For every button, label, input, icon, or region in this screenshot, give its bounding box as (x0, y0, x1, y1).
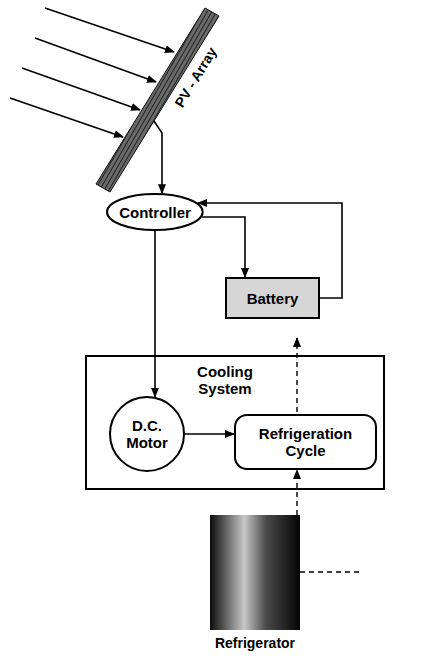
sun-ray (45, 8, 174, 52)
cooling-system-box: Cooling SystemD.C. Motor Refrigeration Cy… (85, 355, 385, 490)
node-label: Battery (247, 290, 299, 307)
battery-box: Battery (225, 277, 320, 319)
connector-arrow (202, 217, 245, 277)
connector-arrow (185, 433, 234, 435)
refrigerator-outline (195, 515, 315, 655)
pv-array-outline (95, 5, 220, 195)
node-label: Controller (119, 204, 191, 221)
connector-arrow (154, 231, 156, 397)
node-label: Refrigerator (195, 635, 315, 652)
refrigerator: Refrigerator (195, 515, 315, 655)
pv-array: PV - Array (95, 5, 220, 195)
sun-ray (22, 68, 140, 110)
node-label: Cooling System (185, 363, 265, 397)
dashed-line (300, 571, 362, 572)
heat-flow-arrow (296, 470, 297, 515)
connector-arrow (154, 121, 162, 193)
refrigeration-cycle-box: Refrigeration Cycle (234, 414, 377, 470)
controller-ellipse: Controller (106, 193, 204, 231)
sun-ray (35, 38, 156, 82)
sun-ray (10, 98, 123, 137)
heat-out-arrow (296, 338, 297, 412)
node-label: D.C. Motor (121, 417, 173, 451)
motor-circle: D.C. Motor (109, 396, 185, 472)
node-label: Refrigeration Cycle (243, 425, 368, 459)
